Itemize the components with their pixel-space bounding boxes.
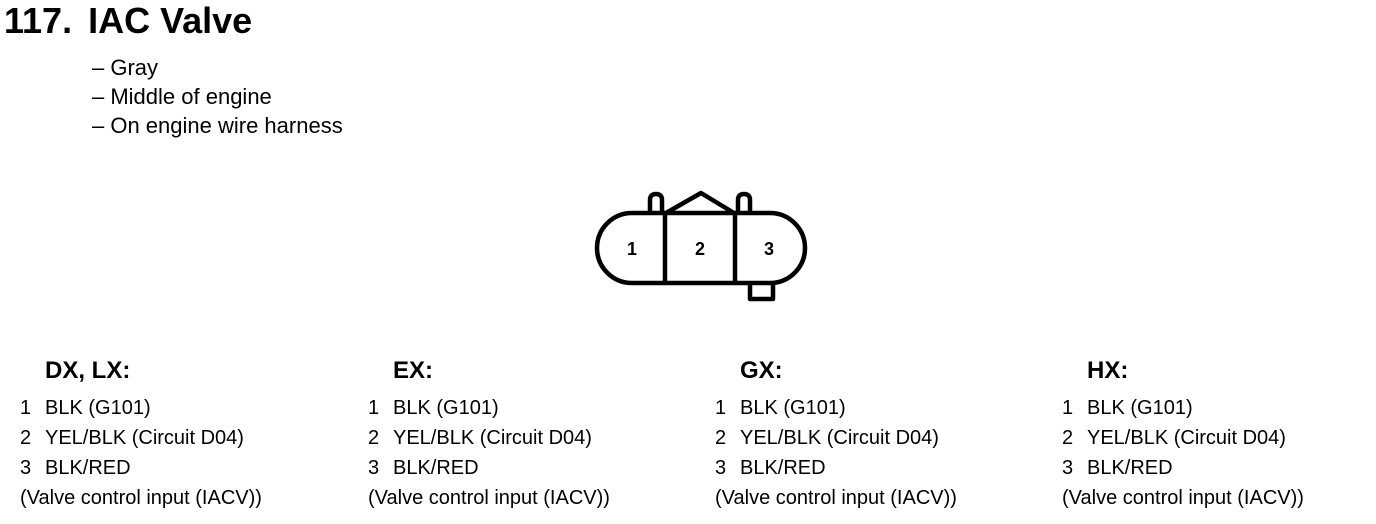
pin-row: 3 BLK/RED (368, 453, 610, 483)
connector-latch (747, 283, 776, 302)
variant-title: EX: (393, 357, 434, 384)
pin-row: 2 YEL/BLK (Circuit D04) (715, 423, 957, 453)
pin-number: 3 (20, 457, 32, 479)
pin-row: 1 BLK (G101) (20, 393, 262, 423)
pin-number: 1 (1062, 397, 1074, 419)
pin-wire: BLK/RED (740, 457, 826, 479)
pin-wire: BLK/RED (393, 457, 479, 479)
pin-row: 3 BLK/RED (715, 453, 957, 483)
pin-note: (Valve control input (IACV)) (1062, 487, 1304, 509)
pin-label-3: 3 (764, 239, 774, 259)
variant-dx-lx: DX, LX: 1 BLK (G101) 2 YEL/BLK (Circuit … (20, 355, 262, 513)
pin-number: 3 (715, 457, 727, 479)
connector-body (594, 210, 808, 286)
pin-label-2: 2 (695, 239, 705, 259)
pin-number: 1 (20, 397, 32, 419)
page-title: 117. IAC Valve (4, 0, 252, 42)
pin-wire: YEL/BLK (Circuit D04) (393, 427, 592, 449)
note-harness: – On engine wire harness (92, 113, 343, 138)
note-location: – Middle of engine (92, 84, 272, 109)
pin-label-1: 1 (627, 239, 637, 259)
pin-row: 2 YEL/BLK (Circuit D04) (368, 423, 610, 453)
variant-title: HX: (1087, 357, 1129, 384)
pin-number: 2 (368, 427, 380, 449)
title-name: IAC Valve (88, 0, 253, 41)
pin-wire: YEL/BLK (Circuit D04) (1087, 427, 1286, 449)
pin-number: 2 (1062, 427, 1074, 449)
pin-wire: BLK/RED (1087, 457, 1173, 479)
pin-number: 2 (20, 427, 32, 449)
pin-wire: BLK (G101) (393, 397, 499, 419)
connector-diagram: 1 2 3 (594, 190, 808, 302)
pin-wire: BLK (G101) (740, 397, 846, 419)
pin-row: 2 YEL/BLK (Circuit D04) (1062, 423, 1304, 453)
pin-row: 2 YEL/BLK (Circuit D04) (20, 423, 262, 453)
variant-gx: GX: 1 BLK (G101) 2 YEL/BLK (Circuit D04)… (715, 355, 957, 513)
pin-wire: YEL/BLK (Circuit D04) (740, 427, 939, 449)
pin-number: 2 (715, 427, 727, 449)
variant-title: GX: (740, 357, 783, 384)
pin-wire: BLK (G101) (1087, 397, 1193, 419)
pin-row: 3 BLK/RED (1062, 453, 1304, 483)
variant-ex: EX: 1 BLK (G101) 2 YEL/BLK (Circuit D04)… (368, 355, 610, 513)
connector-tab-right (735, 191, 753, 213)
variant-title: DX, LX: (45, 357, 131, 384)
pin-row: 3 BLK/RED (20, 453, 262, 483)
pin-row: 1 BLK (G101) (715, 393, 957, 423)
variant-hx: HX: 1 BLK (G101) 2 YEL/BLK (Circuit D04)… (1062, 355, 1304, 513)
note-color: – Gray (92, 55, 159, 80)
pin-row: 1 BLK (G101) (368, 393, 610, 423)
pin-wire: BLK/RED (45, 457, 131, 479)
title-number: 117. (4, 0, 73, 41)
pin-row: 1 BLK (G101) (1062, 393, 1304, 423)
pin-wire: BLK (G101) (45, 397, 151, 419)
connector-tab-left (647, 191, 665, 213)
connector-key (664, 190, 736, 215)
pin-number: 1 (715, 397, 727, 419)
component-notes: – Gray – Middle of engine – On engine wi… (92, 53, 343, 140)
pin-note: (Valve control input (IACV)) (368, 487, 610, 509)
pin-note: (Valve control input (IACV)) (715, 487, 957, 509)
pin-note: (Valve control input (IACV)) (20, 487, 262, 509)
pin-number: 1 (368, 397, 380, 419)
pin-number: 3 (368, 457, 380, 479)
pin-wire: YEL/BLK (Circuit D04) (45, 427, 244, 449)
pin-number: 3 (1062, 457, 1074, 479)
